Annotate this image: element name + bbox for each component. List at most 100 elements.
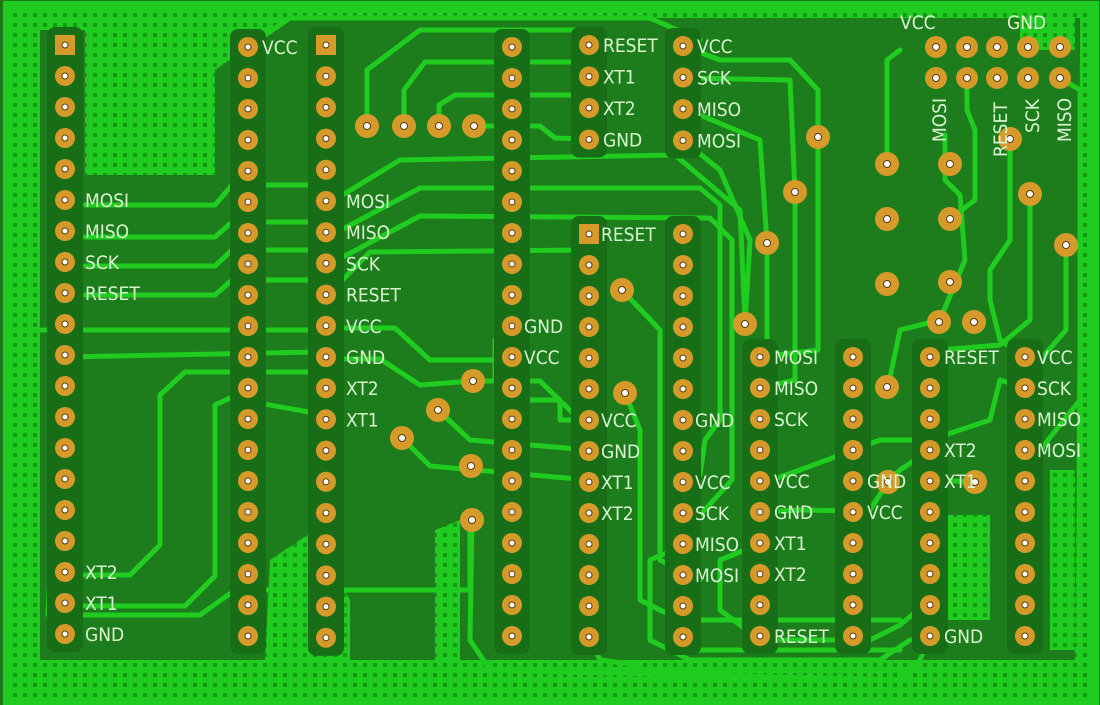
pin-label: RESET	[346, 285, 401, 307]
drill-hole	[1056, 43, 1064, 51]
drill-hole	[756, 477, 764, 485]
drill-hole	[849, 477, 857, 485]
pin-label: XT2	[85, 562, 118, 584]
drill-hole	[322, 634, 330, 642]
pin-label: MOSI	[85, 190, 129, 212]
drill-hole	[679, 261, 687, 269]
pin-label: XT1	[601, 472, 634, 494]
pin-label: XT2	[346, 378, 379, 400]
drill-hole	[508, 415, 516, 423]
drill-hole	[508, 229, 516, 237]
pin-label: GND	[524, 316, 563, 338]
drill-hole	[585, 633, 593, 641]
drill-hole	[322, 72, 330, 80]
drill-hole	[585, 385, 593, 393]
drill-hole	[679, 230, 687, 238]
drill-hole	[585, 447, 593, 455]
drill-hole	[508, 291, 516, 299]
drill-hole	[61, 506, 69, 514]
drill-hole	[756, 632, 764, 640]
drill-hole	[434, 406, 442, 414]
drill-hole	[585, 509, 593, 517]
drill-hole	[679, 385, 687, 393]
pin-label: MISO	[697, 99, 741, 121]
drill-hole	[679, 42, 687, 50]
drill-hole	[244, 570, 252, 578]
drill-hole	[679, 633, 687, 641]
pin-label: XT1	[603, 67, 636, 89]
drill-hole	[679, 323, 687, 331]
pin-label: MISO	[695, 534, 739, 556]
drill-hole	[363, 122, 371, 130]
drill-hole	[61, 196, 69, 204]
trace	[885, 132, 968, 390]
isp-label-vcc: VCC	[900, 12, 936, 34]
drill-hole	[1024, 74, 1032, 82]
pin-label: MISO	[1037, 409, 1081, 431]
drill-hole	[1056, 74, 1064, 82]
drill-hole	[926, 384, 934, 392]
drill-hole	[244, 136, 252, 144]
drill-hole	[508, 570, 516, 578]
pin-label: SCK	[1037, 378, 1072, 400]
drill-hole	[1021, 477, 1029, 485]
drill-hole	[322, 322, 330, 330]
drill-hole	[322, 509, 330, 517]
pin-label: XT1	[944, 471, 977, 493]
drill-hole	[1021, 415, 1029, 423]
drill-hole	[1024, 43, 1032, 51]
drill-hole	[1062, 241, 1070, 249]
drill-hole	[61, 537, 69, 545]
pin-label: XT2	[944, 440, 977, 462]
drill-hole	[244, 322, 252, 330]
drill-hole	[244, 539, 252, 547]
drill-hole	[508, 43, 516, 51]
pin-label: GND	[944, 626, 983, 648]
drill-hole	[926, 415, 934, 423]
drill-hole	[849, 446, 857, 454]
drill-hole	[244, 198, 252, 206]
drill-hole	[849, 384, 857, 392]
pin-label: SCK	[85, 252, 120, 274]
pin-label: SCK	[774, 409, 809, 431]
drill-hole	[763, 239, 771, 247]
drill-hole	[585, 41, 593, 49]
drill-hole	[585, 478, 593, 486]
drill-hole	[61, 41, 69, 49]
drill-hole	[756, 601, 764, 609]
drill-hole	[1021, 632, 1029, 640]
pin-label: XT1	[346, 409, 379, 431]
drill-hole	[849, 508, 857, 516]
drill-hole	[508, 198, 516, 206]
drill-hole	[679, 137, 687, 144]
drill-hole	[61, 351, 69, 359]
pin-label: XT2	[603, 98, 636, 120]
isp-label-reset: RESET	[990, 102, 1012, 157]
pin-label: SCK	[697, 68, 732, 90]
drill-hole	[244, 601, 252, 609]
pin-label: VCC	[697, 36, 733, 58]
drill-hole	[679, 540, 687, 548]
drill-hole	[1021, 353, 1029, 361]
drill-hole	[322, 291, 330, 299]
drill-hole	[61, 444, 69, 452]
drill-hole	[508, 353, 516, 361]
isp-label-miso: MISO	[1054, 98, 1076, 142]
drill-hole	[244, 291, 252, 299]
pin-column-socket-a-left	[230, 29, 266, 654]
drill-hole	[322, 415, 330, 423]
pin-label: SCK	[695, 503, 730, 525]
drill-hole	[322, 135, 330, 143]
pin-label: GND	[867, 471, 906, 493]
drill-hole	[585, 416, 593, 424]
drill-hole	[61, 289, 69, 297]
drill-hole	[1021, 384, 1029, 392]
drill-hole	[756, 508, 764, 516]
pin-label: GND	[346, 347, 385, 369]
pin-label: RESET	[601, 224, 656, 246]
drill-hole	[926, 601, 934, 609]
pin-label: XT1	[85, 593, 118, 615]
drill-hole	[61, 320, 69, 328]
pin-label: VCC	[346, 316, 382, 338]
trace	[1037, 242, 1069, 363]
